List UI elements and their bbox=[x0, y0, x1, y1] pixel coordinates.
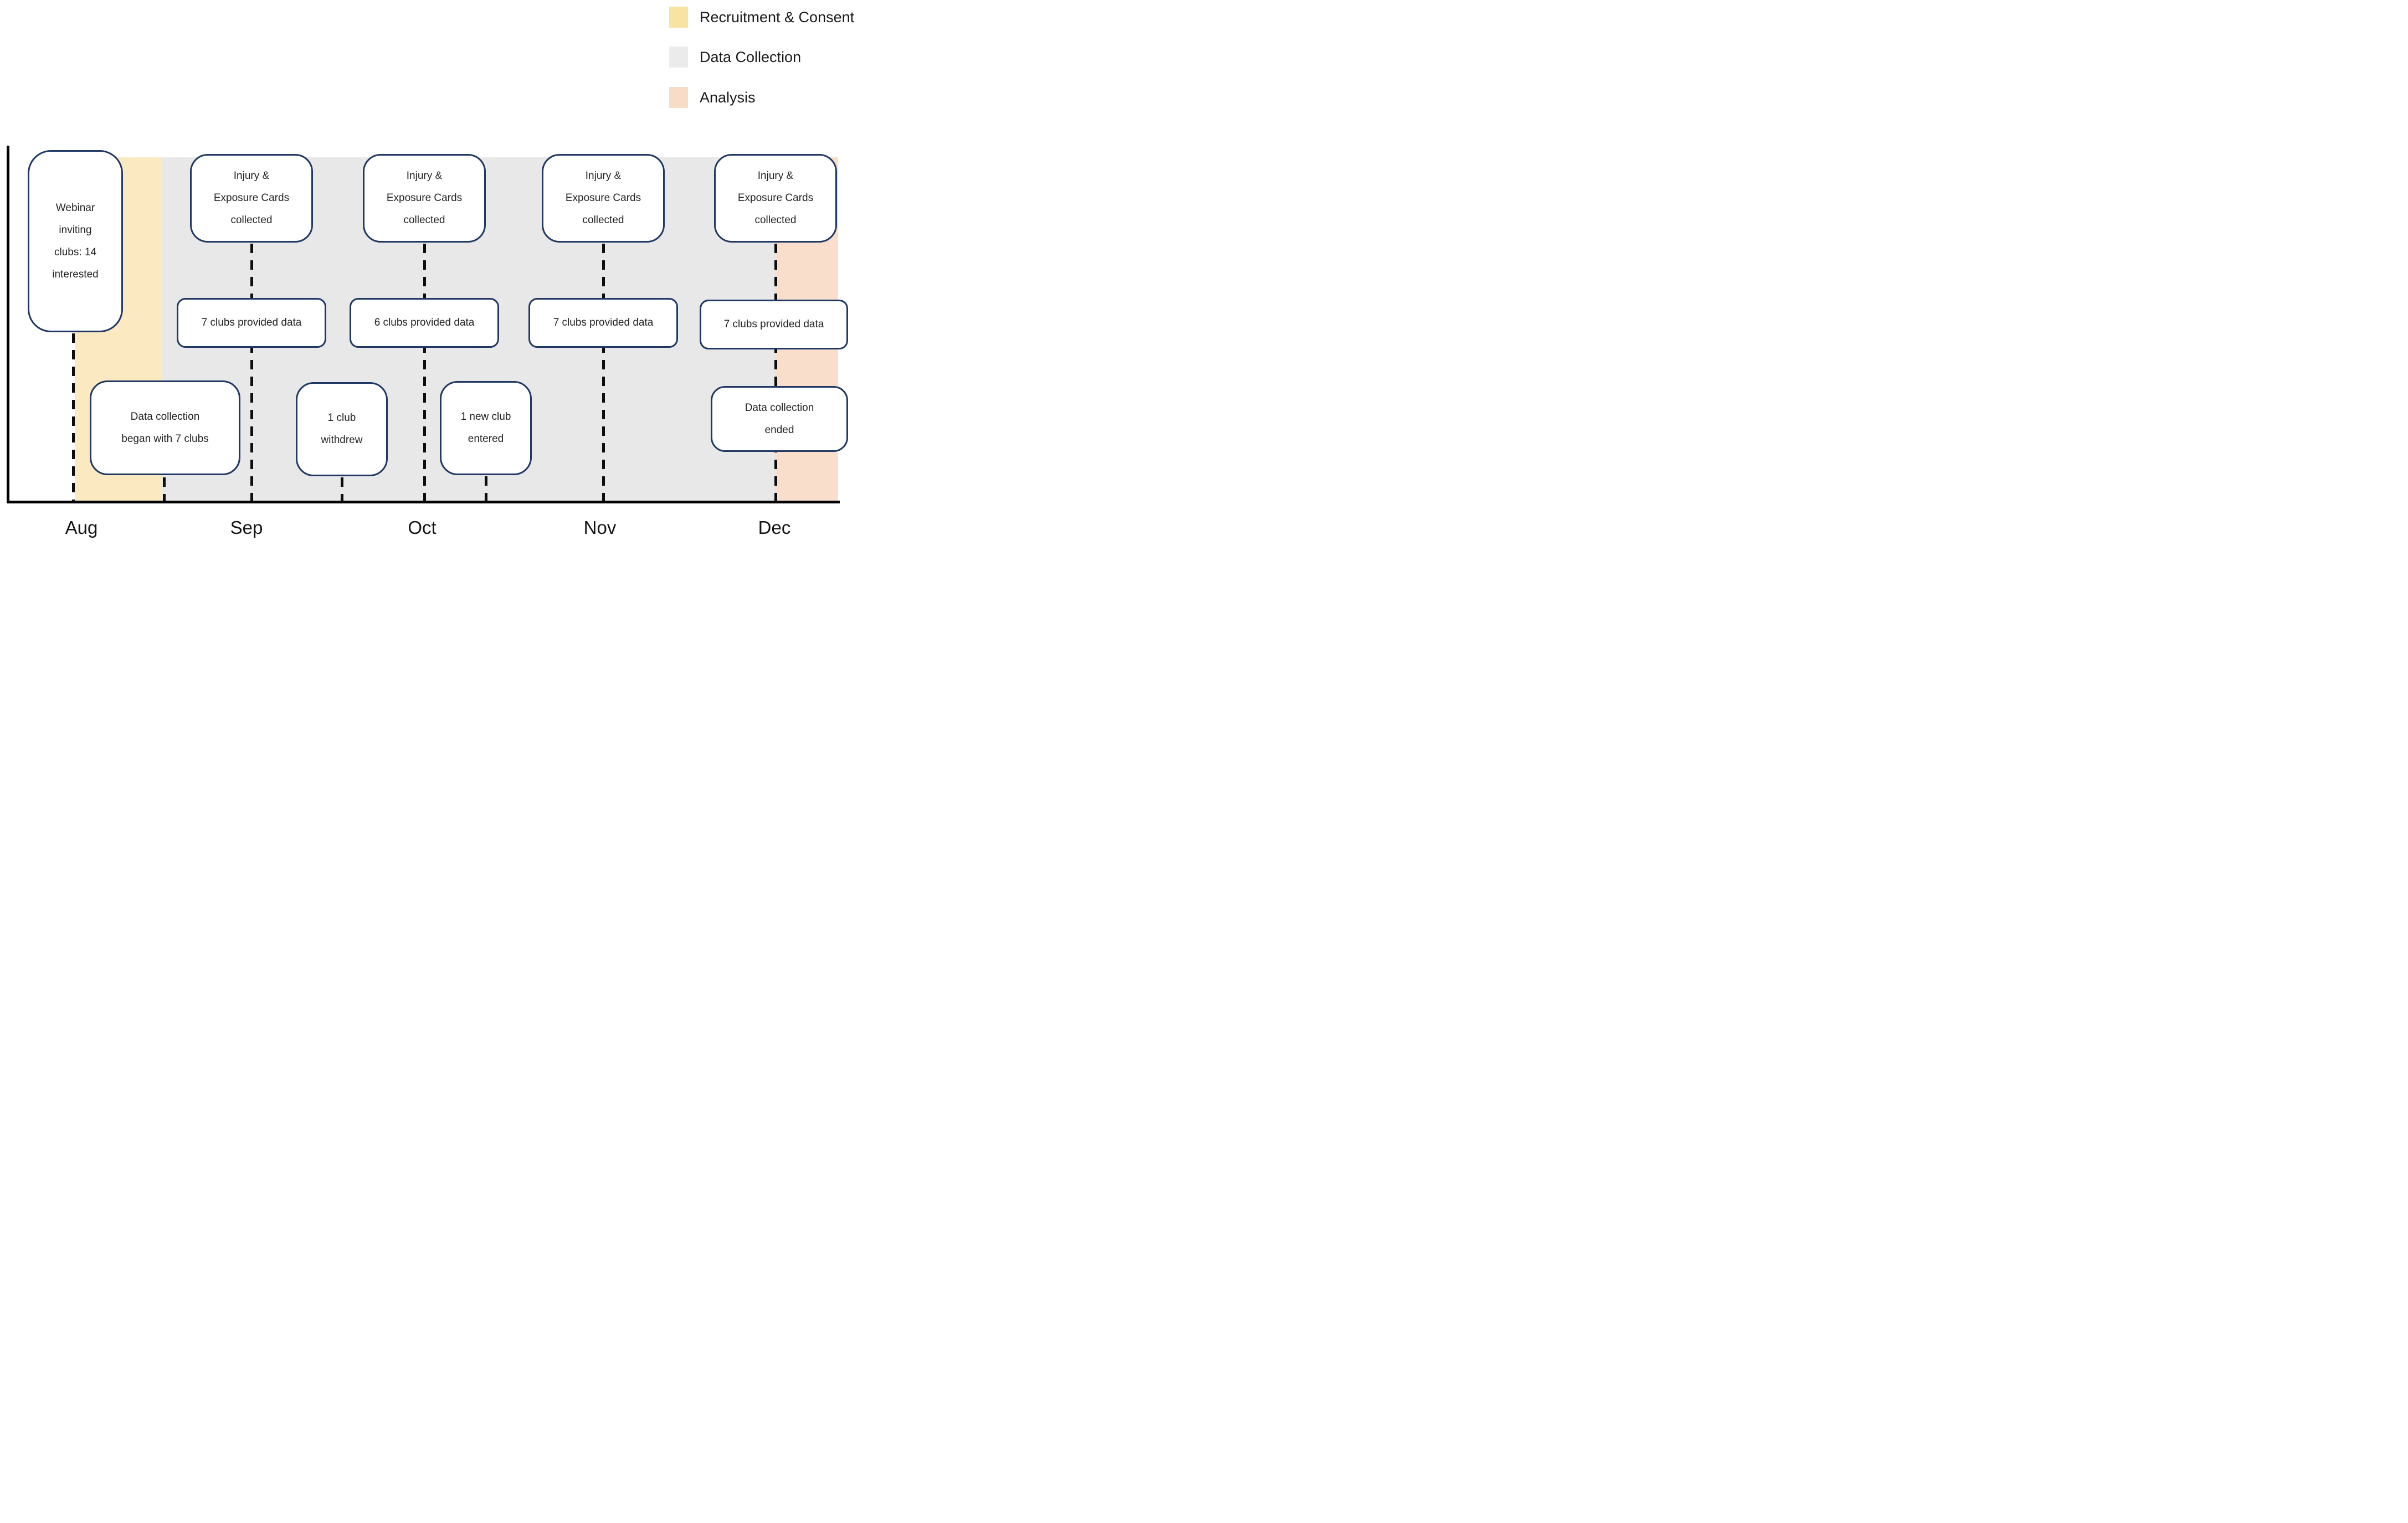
event-box-club-entered: 1 new club entered bbox=[440, 381, 532, 475]
event-box-injury-cards-nov: Injury & Exposure Cards collected bbox=[542, 154, 665, 243]
event-box-webinar: Webinar inviting clubs: 14 interested bbox=[28, 150, 123, 332]
event-box-provided-nov-label: 7 clubs provided data bbox=[553, 317, 654, 328]
event-box-club-withdrew-label: 1 club withdrew bbox=[321, 412, 363, 446]
event-box-data-collection-began: Data collection began with 7 clubs bbox=[90, 380, 240, 475]
event-box-webinar-label: Webinar inviting clubs: 14 interested bbox=[52, 202, 99, 280]
y-axis bbox=[7, 146, 9, 503]
event-box-injury-cards-dec-label: Injury & Exposure Cards collected bbox=[737, 170, 814, 226]
month-label-nov: Nov bbox=[583, 517, 617, 538]
legend-swatch-analysis bbox=[669, 87, 688, 108]
event-box-provided-dec: 7 clubs provided data bbox=[700, 300, 848, 349]
event-box-injury-cards-sep: Injury & Exposure Cards collected bbox=[190, 154, 313, 243]
event-box-provided-oct-label: 6 clubs provided data bbox=[374, 317, 475, 328]
dashed-line-withdrew bbox=[341, 477, 343, 501]
event-box-club-entered-label: 1 new club entered bbox=[460, 411, 511, 445]
event-box-injury-cards-oct: Injury & Exposure Cards collected bbox=[363, 154, 486, 243]
dashed-line-dec bbox=[774, 244, 777, 501]
event-box-club-withdrew: 1 club withdrew bbox=[296, 382, 388, 476]
legend-label-recruitment: Recruitment & Consent bbox=[700, 9, 855, 25]
event-box-injury-cards-nov-label: Injury & Exposure Cards collected bbox=[565, 170, 641, 226]
dashed-line-oct bbox=[423, 244, 426, 501]
month-label-dec: Dec bbox=[758, 517, 791, 538]
study-timeline-figure: Webinar inviting clubs: 14 interested In… bbox=[0, 0, 856, 541]
event-box-injury-cards-dec: Injury & Exposure Cards collected bbox=[714, 154, 837, 243]
event-box-provided-dec-label: 7 clubs provided data bbox=[723, 318, 824, 330]
event-box-data-collection-began-label: Data collection began with 7 clubs bbox=[121, 410, 209, 445]
event-box-provided-nov: 7 clubs provided data bbox=[528, 298, 678, 348]
dashed-line-sep bbox=[250, 244, 253, 501]
legend-label-data-collection: Data Collection bbox=[700, 49, 802, 65]
month-label-sep: Sep bbox=[230, 517, 263, 538]
event-box-injury-cards-sep-label: Injury & Exposure Cards collected bbox=[213, 170, 290, 226]
event-box-provided-oct: 6 clubs provided data bbox=[350, 298, 499, 348]
event-box-injury-cards-oct-label: Injury & Exposure Cards collected bbox=[386, 170, 463, 226]
event-box-provided-sep: 7 clubs provided data bbox=[177, 298, 326, 348]
month-label-oct: Oct bbox=[408, 517, 437, 538]
legend-label-analysis: Analysis bbox=[700, 89, 756, 106]
event-box-provided-sep-label: 7 clubs provided data bbox=[201, 317, 302, 328]
month-label-aug: Aug bbox=[65, 517, 98, 538]
dashed-line-entered bbox=[485, 476, 487, 501]
legend-swatch-recruitment bbox=[669, 7, 688, 28]
dashed-line-nov bbox=[602, 244, 605, 501]
x-axis bbox=[7, 501, 840, 503]
event-box-data-collection-ended-label: Data collection ended bbox=[745, 402, 814, 436]
legend-swatch-data-collection bbox=[669, 47, 688, 68]
dashed-line-began bbox=[163, 477, 166, 501]
dashed-line-aug bbox=[72, 333, 75, 501]
event-box-data-collection-ended: Data collection ended bbox=[711, 386, 848, 452]
